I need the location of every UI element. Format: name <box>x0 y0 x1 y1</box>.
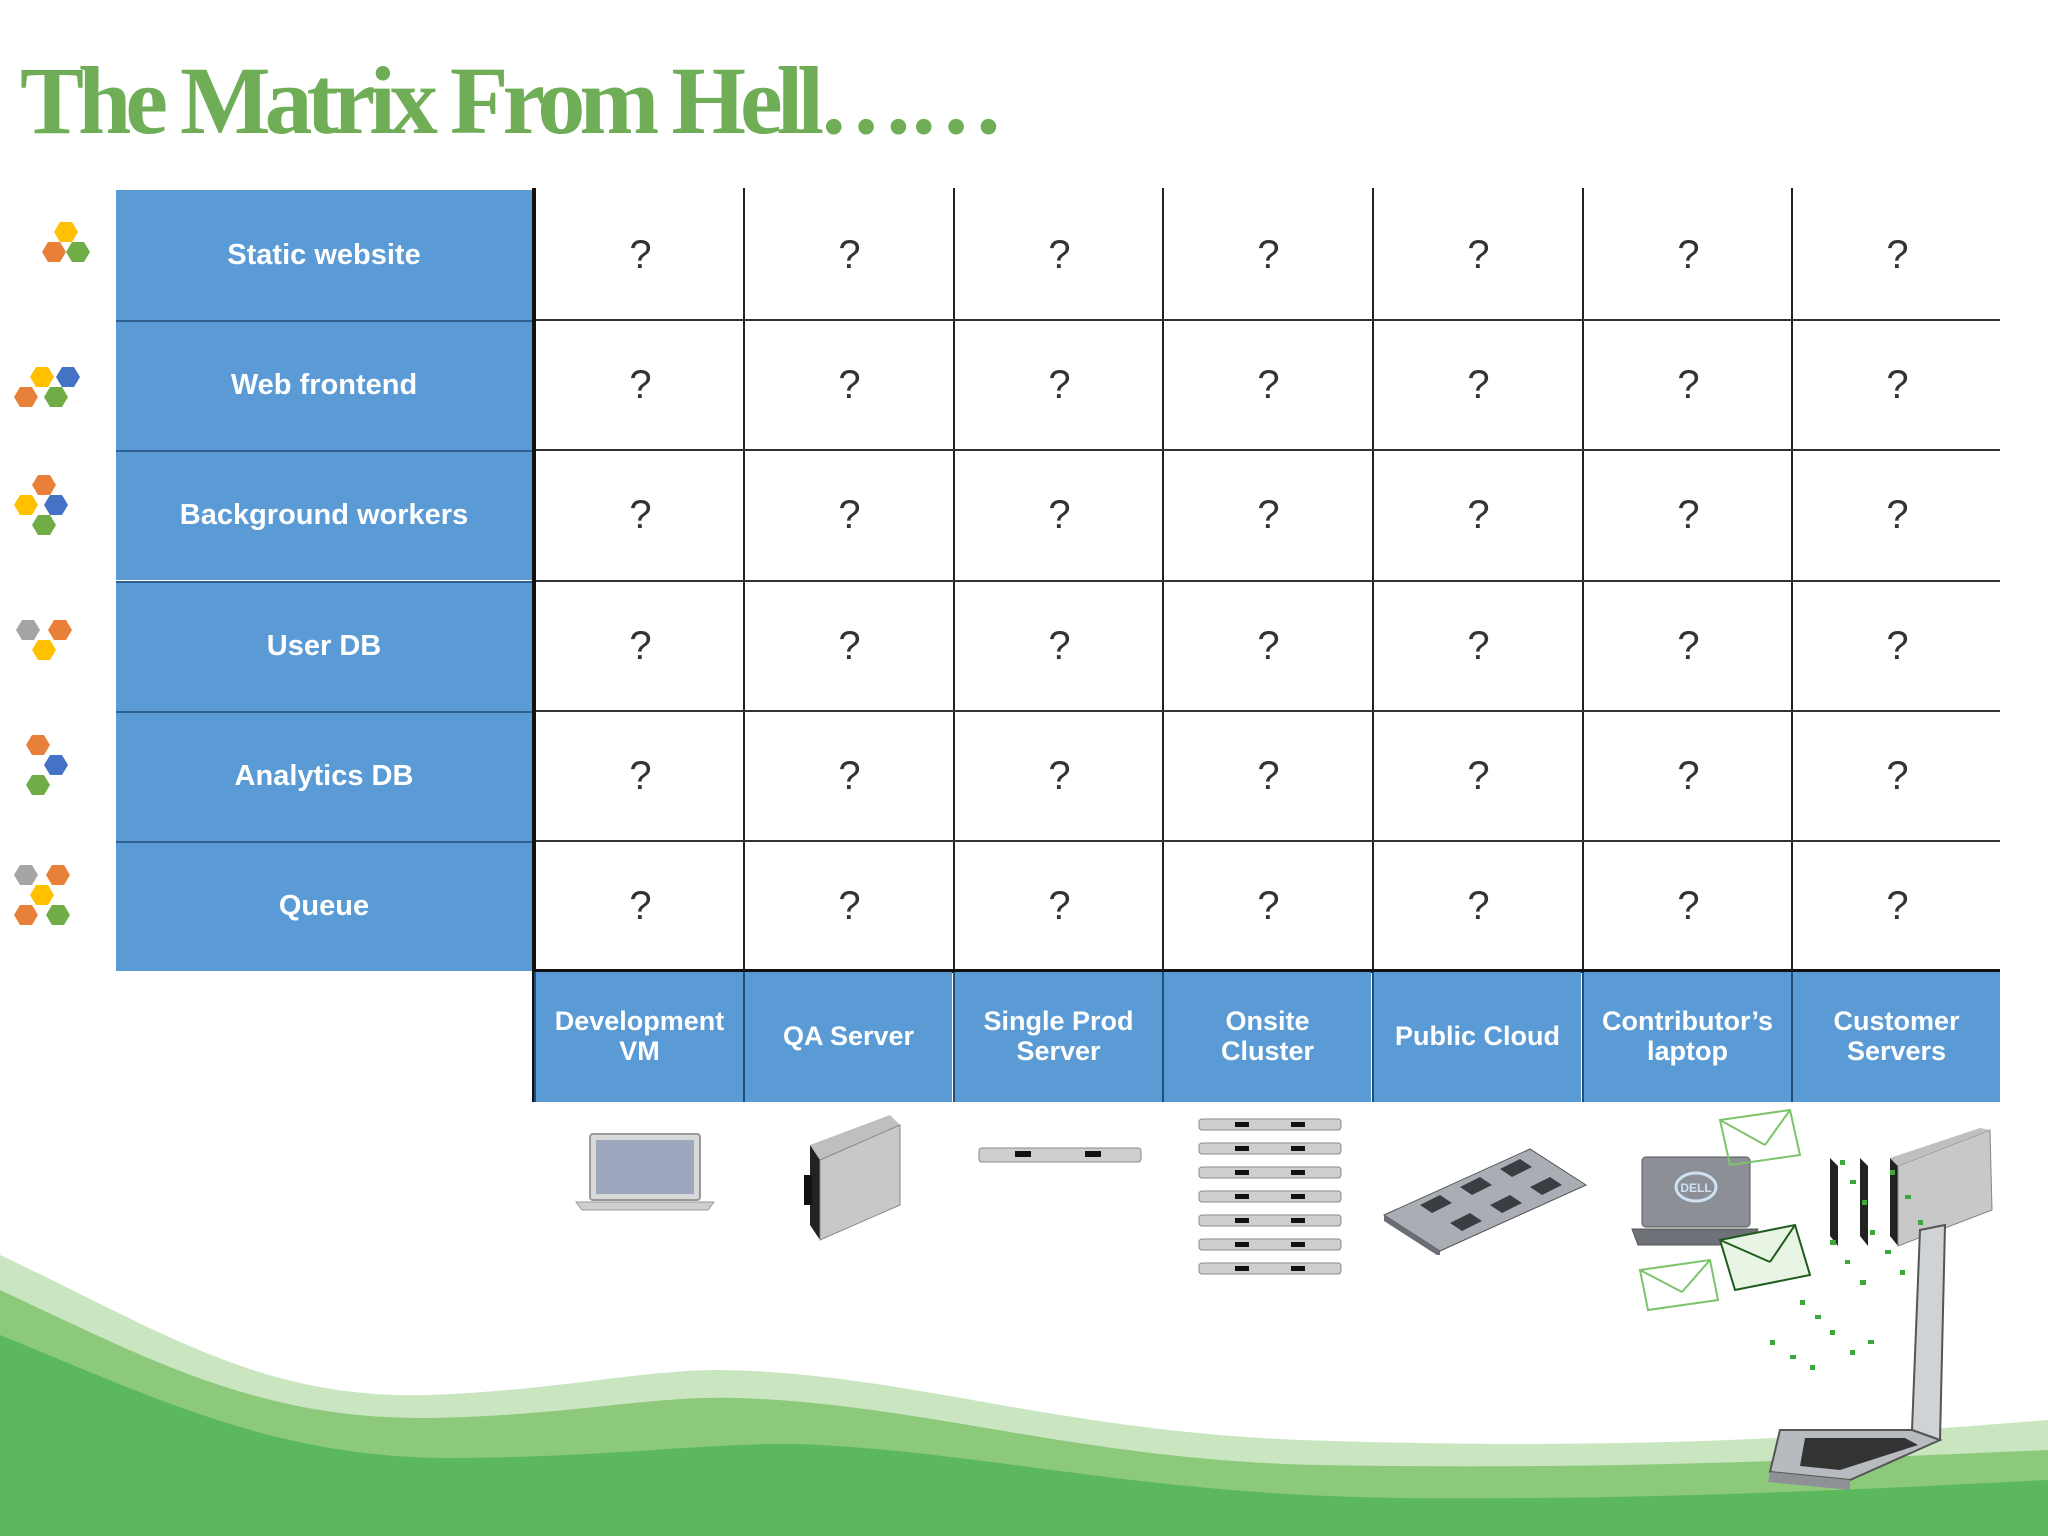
matrix-cell: ? <box>1886 362 1909 407</box>
grid-line <box>743 188 745 1102</box>
grid-line <box>1372 188 1374 1102</box>
laptop-icon <box>575 1133 715 1211</box>
circuit-board-icon <box>1382 1148 1588 1255</box>
matrix-cell: ? <box>629 883 652 928</box>
matrix-cell: ? <box>1467 232 1490 277</box>
grid-line <box>536 319 2000 321</box>
row-label-static-website: Static website <box>116 190 532 320</box>
hexagon-cluster-icon <box>16 620 72 660</box>
matrix-cell: ? <box>1048 883 1071 928</box>
col-label-single-prod-server: Single Prod Server <box>953 972 1162 1102</box>
grid-line <box>532 188 536 1102</box>
matrix-cell: ? <box>1886 883 1909 928</box>
matrix-cell: ? <box>1048 623 1071 668</box>
col-label-development-vm: Development VM <box>534 972 743 1102</box>
matrix-cell: ? <box>1467 623 1490 668</box>
matrix-cell: ? <box>1467 883 1490 928</box>
matrix-cell: ? <box>1677 883 1700 928</box>
row-label-analytics-db: Analytics DB <box>116 711 532 841</box>
matrix-cell: ? <box>1886 753 1909 798</box>
col-label-public-cloud: Public Cloud <box>1372 972 1581 1102</box>
row-label-user-db: User DB <box>116 581 532 711</box>
grid-line <box>532 969 2000 973</box>
matrix-cell: ? <box>1677 362 1700 407</box>
matrix-cell: ? <box>1257 753 1280 798</box>
grid-line <box>1162 188 1164 1102</box>
grid-line <box>536 449 2000 451</box>
svg-text:DELL: DELL <box>1680 1181 1711 1195</box>
matrix-cell: ? <box>1677 753 1700 798</box>
matrix-cell: ? <box>629 753 652 798</box>
blade-server-icon <box>804 1115 901 1241</box>
matrix-cell: ? <box>1886 623 1909 668</box>
col-label-onsite-cluster: Onsite Cluster <box>1162 972 1371 1102</box>
matrix-cell: ? <box>1048 232 1071 277</box>
rack-server-icon <box>978 1147 1142 1163</box>
matrix-cell: ? <box>1048 492 1071 537</box>
matrix-cell: ? <box>838 753 861 798</box>
matrix-cell: ? <box>1257 232 1280 277</box>
matrix-cell: ? <box>838 362 861 407</box>
grid-line <box>1791 188 1793 1102</box>
matrix-cell: ? <box>1886 492 1909 537</box>
matrix-cell: ? <box>1257 623 1280 668</box>
row-label-web-frontend: Web frontend <box>116 320 532 450</box>
col-label-customer-servers: Customer Servers <box>1791 972 2000 1102</box>
hexagon-cluster-icon <box>26 735 68 795</box>
matrix-cell: ? <box>838 623 861 668</box>
server-cluster-icon <box>1198 1118 1342 1275</box>
matrix-cell: ? <box>1886 232 1909 277</box>
matrix-cell: ? <box>1677 232 1700 277</box>
grid-line <box>536 710 2000 712</box>
matrix-cell: ? <box>629 492 652 537</box>
grid-line <box>536 580 2000 582</box>
matrix-cell: ? <box>1257 492 1280 537</box>
matrix-cell: ? <box>629 623 652 668</box>
hexagon-cluster-icon <box>14 865 70 925</box>
hexagon-cluster-icon <box>42 222 90 262</box>
matrix-cell: ? <box>1257 883 1280 928</box>
matrix-cell: ? <box>1467 753 1490 798</box>
grid-line <box>953 188 955 1102</box>
matrix-cell: ? <box>1677 623 1700 668</box>
blade-servers-icon <box>1830 1128 1993 1247</box>
col-label-contributors-laptop: Contributor’s laptop <box>1582 972 1791 1102</box>
dell-laptop-icon: DELL <box>1631 1156 1759 1246</box>
matrix-cell: ? <box>838 883 861 928</box>
slide-title: The Matrix From Hell…… <box>20 47 1004 154</box>
matrix-cell: ? <box>1467 362 1490 407</box>
row-label-background-workers: Background workers <box>116 450 532 580</box>
email-laptop-illustration <box>1638 1108 1947 1490</box>
hexagon-cluster-icon <box>14 367 80 407</box>
matrix-cell: ? <box>1467 492 1490 537</box>
matrix-cell: ? <box>838 492 861 537</box>
matrix-cell: ? <box>1048 362 1071 407</box>
matrix-cell: ? <box>1677 492 1700 537</box>
col-label-qa-server: QA Server <box>743 972 952 1102</box>
row-label-queue: Queue <box>116 841 532 971</box>
matrix-cell: ? <box>1048 753 1071 798</box>
hexagon-cluster-icon <box>14 475 68 535</box>
matrix-cell: ? <box>1257 362 1280 407</box>
grid-line <box>536 840 2000 842</box>
matrix-cell: ? <box>838 232 861 277</box>
grid-line <box>1582 188 1584 1102</box>
matrix-cell: ? <box>629 362 652 407</box>
matrix-cell: ? <box>629 232 652 277</box>
